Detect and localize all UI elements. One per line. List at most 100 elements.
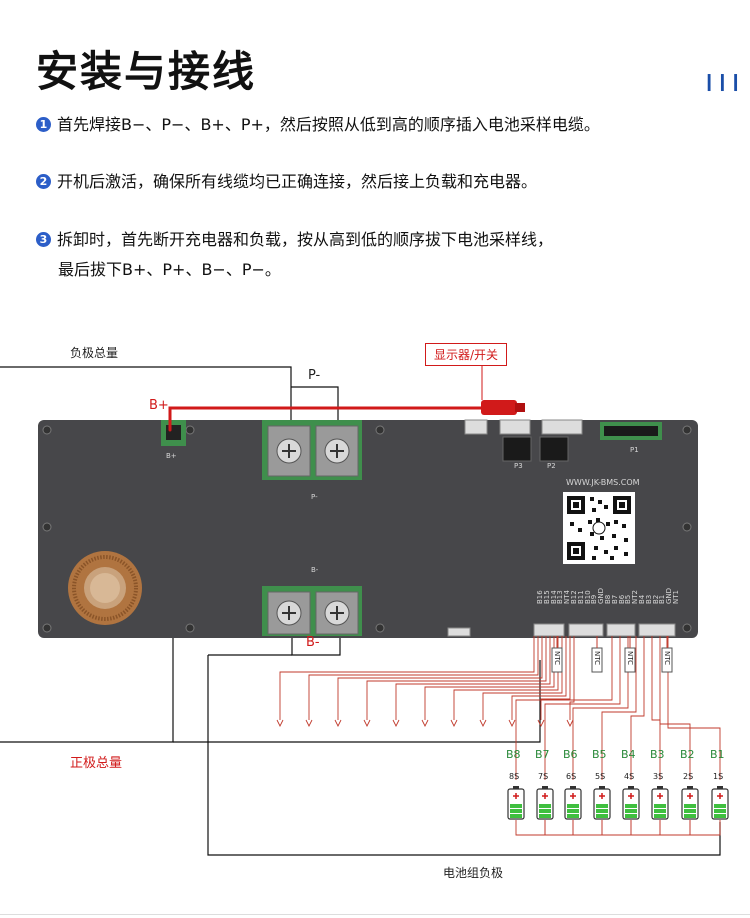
- mount-hole: [682, 522, 692, 532]
- cell-sense-wire: [544, 636, 621, 780]
- ntc-label: NTC: [553, 651, 561, 665]
- wire-tick: [363, 719, 371, 728]
- sampling-wires: [276, 636, 575, 728]
- bottom-connectors: [447, 623, 676, 637]
- wire-tick: [537, 719, 545, 728]
- cell-sense-wire: [515, 636, 613, 780]
- wire-tick: [276, 719, 284, 728]
- sampling-wire: [308, 636, 539, 720]
- step-number-badge: 1: [36, 117, 51, 132]
- battery-cell: [536, 786, 554, 820]
- cell-sense-wire: [630, 636, 645, 780]
- battery-cell: [622, 786, 640, 820]
- p-minus-label: P-: [308, 368, 321, 383]
- cell-sense-wire: [667, 636, 721, 780]
- cell-series-label: 1S: [713, 772, 724, 781]
- display-switch-label: 显示器/开关: [425, 343, 508, 366]
- cell-sense-wire: [651, 636, 661, 780]
- wire-tick: [566, 719, 574, 728]
- board-url: WWW.JK-BMS.COM: [566, 478, 640, 487]
- cell-link-wire: [572, 820, 603, 836]
- toroid-inductor: [68, 551, 142, 625]
- cell-tap-label: B2: [680, 748, 695, 761]
- ntc-label: NTC: [663, 651, 671, 665]
- sampling-wire: [279, 636, 535, 720]
- wire-tick: [334, 719, 342, 728]
- board-p3-label: P3: [514, 462, 523, 470]
- cell-link-wire: [689, 820, 721, 836]
- board-b-minus-label: B-: [311, 566, 319, 574]
- bms-board: [38, 420, 698, 638]
- battery-wires: [515, 636, 721, 836]
- battery-negative-label: 电池组负极: [443, 866, 504, 880]
- wire-tick: [392, 719, 400, 728]
- mount-hole: [185, 425, 195, 435]
- cell-sense-wire: [659, 636, 691, 780]
- sampling-wire: [511, 636, 567, 720]
- board-p-minus-label: P-: [311, 493, 318, 501]
- cell-series-label: 8S: [509, 772, 520, 781]
- board-p2-label: P2: [547, 462, 556, 470]
- b-plus-label: B+: [149, 398, 169, 413]
- sampling-wire: [540, 636, 571, 720]
- cell-tap-label: B4: [621, 748, 636, 761]
- menu-icon[interactable]: ❙❙❙: [702, 72, 743, 92]
- display-plug: [481, 400, 517, 415]
- step-3-text-line-1: 拆卸时，首先断开充电器和负载，按从高到低的顺序拔下电池采样线，: [57, 230, 554, 249]
- cell-link-wire: [659, 820, 691, 836]
- cell-tap-label: B8: [506, 748, 521, 761]
- b-plus-terminal: [161, 420, 186, 446]
- cell-series-label: 4S: [624, 772, 635, 781]
- display-wire: [168, 406, 484, 432]
- step-3-text-line-2: 最后拔下B+、P+、B−、P−。: [58, 260, 281, 279]
- step-number-badge: 2: [36, 174, 51, 189]
- cell-link-wire: [630, 820, 661, 836]
- sampling-wire: [569, 636, 575, 720]
- cell-tap-label: B5: [592, 748, 607, 761]
- qr-code: [563, 492, 635, 564]
- mount-hole: [42, 425, 52, 435]
- cell-link-wire: [544, 820, 574, 836]
- positive-total-label: 正极总量: [70, 756, 123, 771]
- connector-pin-label: NT1: [672, 590, 680, 604]
- wire-tick: [479, 719, 487, 728]
- cell-tap-label: B3: [650, 748, 665, 761]
- sampling-wire: [395, 636, 551, 720]
- b-minus-terminal: [262, 586, 362, 636]
- wire-tick: [508, 719, 516, 728]
- cell-series-label: 7S: [538, 772, 549, 781]
- mount-hole: [185, 623, 195, 633]
- page-title: 安装与接线: [36, 47, 257, 96]
- mount-hole: [375, 425, 385, 435]
- cell-sense-wire: [601, 636, 637, 780]
- battery-cell: [507, 786, 525, 820]
- step-1-text: 首先焊接B−、P−、B+、P+，然后按照从低到高的顺序插入电池采样电缆。: [57, 115, 600, 134]
- p-minus-terminal: [262, 420, 362, 480]
- cell-tap-label: B1: [710, 748, 725, 761]
- mount-hole: [682, 623, 692, 633]
- battery-cell: [711, 786, 729, 820]
- divider: [0, 914, 750, 915]
- ntc-label: NTC: [626, 651, 634, 665]
- cell-series-label: 2S: [683, 772, 694, 781]
- cell-series-label: 5S: [595, 772, 606, 781]
- top-connectors: [464, 419, 662, 462]
- ntc-probes: [551, 636, 673, 673]
- cell-tap-label: B7: [535, 748, 550, 761]
- sampling-wire: [366, 636, 547, 720]
- sampling-wire: [337, 636, 543, 720]
- b-minus-label: B-: [306, 635, 320, 650]
- wire-tick: [450, 719, 458, 728]
- battery-cell: [651, 786, 669, 820]
- mount-hole: [375, 623, 385, 633]
- mount-hole: [42, 623, 52, 633]
- cell-tap-label: B6: [563, 748, 578, 761]
- wire-tick: [305, 719, 313, 728]
- cell-link-wire: [515, 820, 546, 836]
- cell-link-wire: [601, 820, 632, 836]
- step-1: 1 首先焊接B−、P−、B+、P+，然后按照从低到高的顺序插入电池采样电缆。: [36, 110, 600, 140]
- wire-tick: [421, 719, 429, 728]
- mount-hole: [682, 425, 692, 435]
